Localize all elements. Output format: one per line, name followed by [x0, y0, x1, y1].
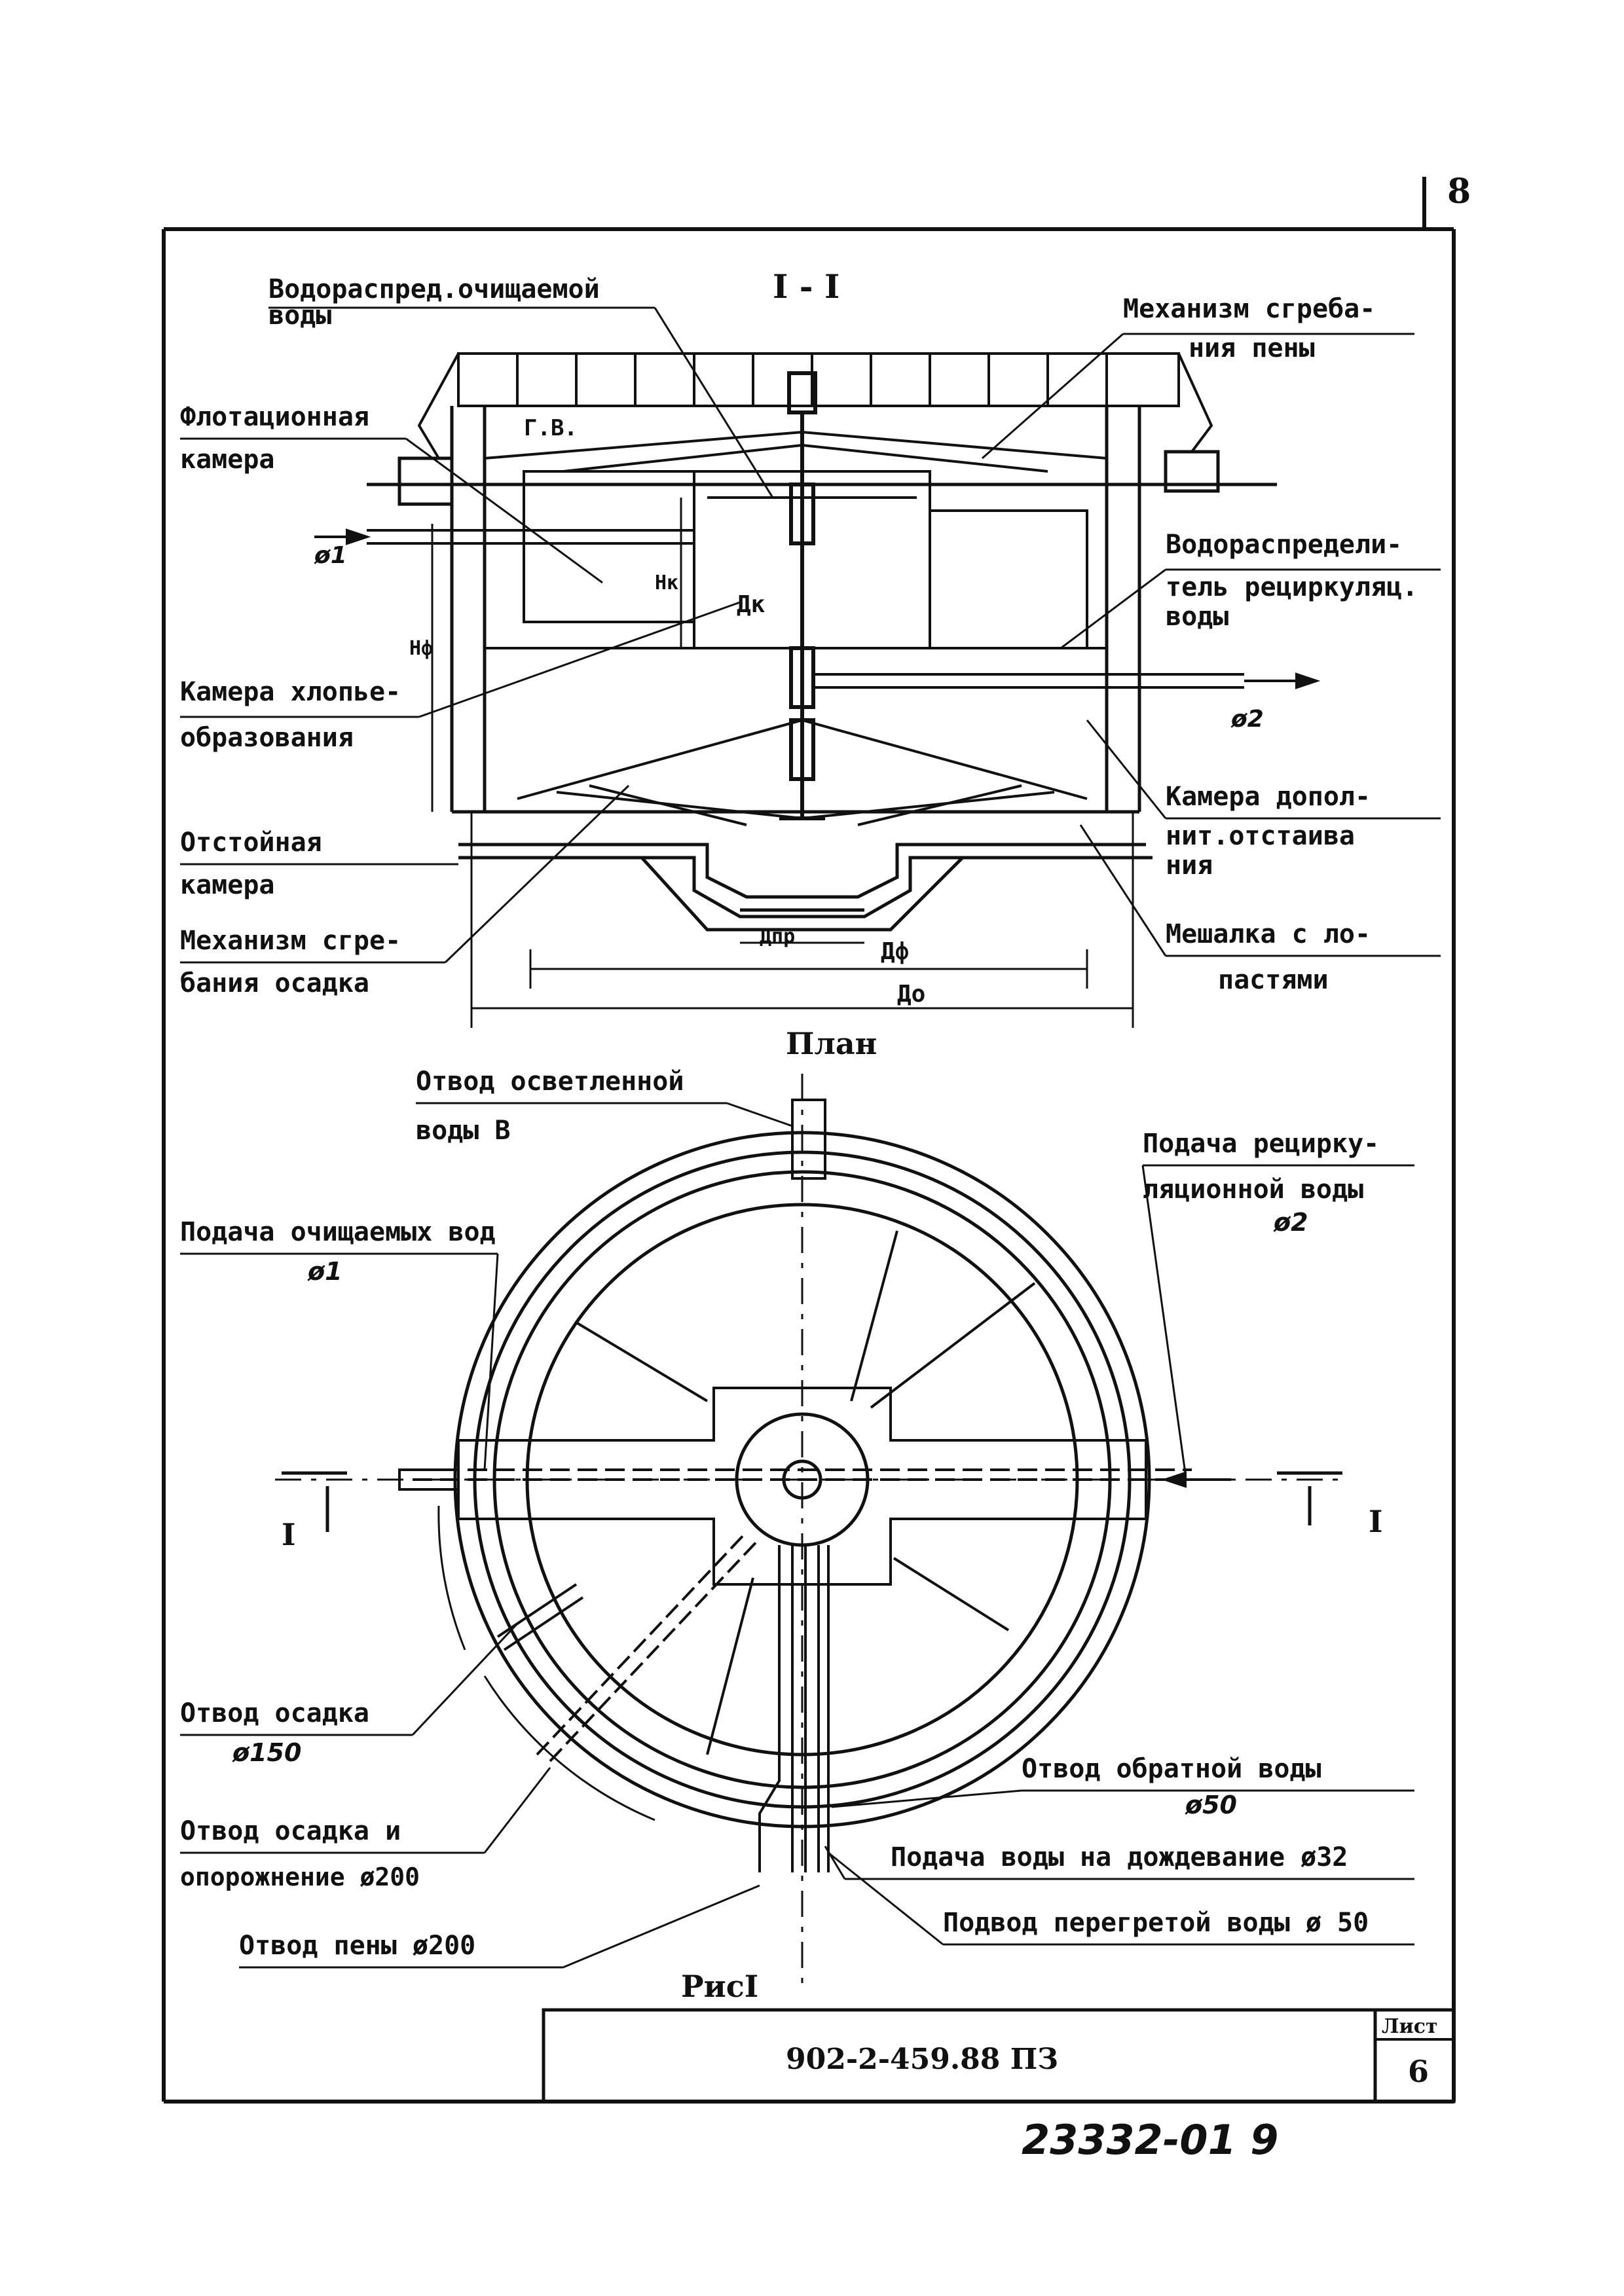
label-foam-scraper-line1: Механизм сгреба-	[1123, 294, 1375, 324]
section-title: I - I	[773, 267, 840, 306]
label-sludge-drain-line1: Отвод осадка и	[180, 1816, 401, 1846]
label-return-water-line1: Отвод обратной воды	[1022, 1754, 1321, 1784]
label-feed-water-line2: ø1	[307, 1257, 342, 1286]
inner-chambers	[485, 470, 1107, 649]
label-sludge-outlet-line1: Отвод осадка	[180, 1698, 369, 1728]
label-hk: Нк	[655, 572, 678, 594]
label-gv: Г.В.	[524, 415, 578, 441]
roof	[417, 352, 1213, 460]
title-code: 902-2-459.88 ПЗ	[786, 2043, 1058, 2076]
floor-hopper	[452, 810, 1153, 932]
label-add-settling-line3: ния	[1166, 850, 1213, 881]
label-sludge-scraper-line2: бания осадка	[180, 968, 369, 998]
label-recirc-distributor-line3: воды	[1166, 602, 1228, 632]
archive-number: 23332-01 9	[1022, 2116, 1278, 2164]
plan-view: План	[180, 1026, 1414, 2004]
label-flotation-line2: камера	[180, 445, 275, 475]
label-sludge-scraper-line1: Механизм сгре-	[180, 926, 401, 956]
plan-pipes	[398, 1099, 1231, 1872]
sludge-scraper	[517, 718, 1088, 826]
central-shaft	[779, 371, 825, 820]
label-clarified-outlet-line2: воды В	[416, 1116, 511, 1146]
label-dk: Дк	[737, 591, 766, 618]
label-add-settling-line1: Камера допол-	[1166, 782, 1371, 812]
dimensions	[431, 498, 1134, 1028]
foam-scraper	[484, 430, 1107, 473]
label-recirc-distributor-line2: тель рециркуляц.	[1166, 572, 1418, 602]
figure-caption: РисI	[681, 1969, 758, 2004]
sheet-label: Лист	[1382, 2015, 1438, 2038]
section-annotations: Водораспред.очищаемой воды Механизм сгре…	[180, 274, 1441, 1008]
sheet-number: 6	[1408, 2054, 1429, 2089]
label-recirc-distributor-line1: Водораспредели-	[1166, 530, 1402, 560]
page-number: 8	[1447, 172, 1471, 211]
inlet-pipe	[314, 528, 694, 545]
label-recirc-supply-line1: Подача рециркy-	[1143, 1129, 1379, 1159]
plan-title: План	[786, 1026, 877, 1061]
label-dpr: Дпр	[760, 925, 795, 948]
label-settling-chamber-line1: Отстойная	[180, 828, 322, 858]
title-block: 902-2-459.88 ПЗ Лист 6	[542, 2008, 1456, 2104]
label-do: До	[897, 981, 925, 1008]
label-foam-outlet: Отвод пены ø200	[239, 1931, 475, 1961]
label-dphi: Дф	[881, 938, 909, 965]
label-mixer-line1: Мешалка с ло-	[1166, 919, 1371, 949]
tank-walls	[367, 406, 1277, 812]
label-d2: ø2	[1230, 706, 1264, 733]
label-mixer-line2: пастями	[1218, 965, 1329, 995]
label-clarified-outlet-line1: Отвод осветленной	[416, 1066, 684, 1097]
label-floc-chamber-line2: образования	[180, 723, 354, 753]
label-water-distributor-line2: воды	[268, 301, 331, 331]
label-feed-water-line1: Подача очищаемых вод	[180, 1217, 496, 1247]
recirc-pipe	[815, 672, 1321, 689]
label-d1: ø1	[314, 542, 347, 569]
label-hf: Нф	[409, 637, 433, 660]
section-cut-marks: I I	[282, 1471, 1383, 1552]
label-water-distributor-line1: Водораспред.очищаемой	[268, 274, 600, 304]
label-superheated: Подвод перегретой воды ø 50	[943, 1908, 1369, 1938]
label-settling-chamber-line2: камера	[180, 870, 275, 900]
plan-spokes	[575, 1230, 1036, 1755]
label-sludge-outlet-line2: ø150	[232, 1738, 301, 1767]
section-mark-left: I	[282, 1517, 296, 1552]
label-sprinkling: Подача воды на дождевание ø32	[891, 1842, 1348, 1872]
plan-annotations: Отвод осветленной воды В Подача рециркy-…	[180, 1066, 1414, 1969]
label-recirc-supply-line3: ø2	[1273, 1208, 1308, 1237]
section-mark-right: I	[1369, 1504, 1383, 1539]
label-floc-chamber-line1: Камера хлопье-	[180, 677, 401, 707]
label-foam-scraper-line2: ния пены	[1189, 333, 1315, 363]
label-add-settling-line2: нит.отстаива	[1166, 821, 1355, 851]
section-view: I - I	[180, 267, 1441, 1028]
label-recirc-supply-line2: ляционной воды	[1143, 1175, 1363, 1205]
label-flotation-line1: Флотационная	[180, 402, 369, 432]
label-return-water-line2: ø50	[1185, 1791, 1237, 1819]
plan-arcs	[437, 1505, 655, 1821]
label-sludge-drain-line2: опорожнение ø200	[180, 1863, 420, 1891]
